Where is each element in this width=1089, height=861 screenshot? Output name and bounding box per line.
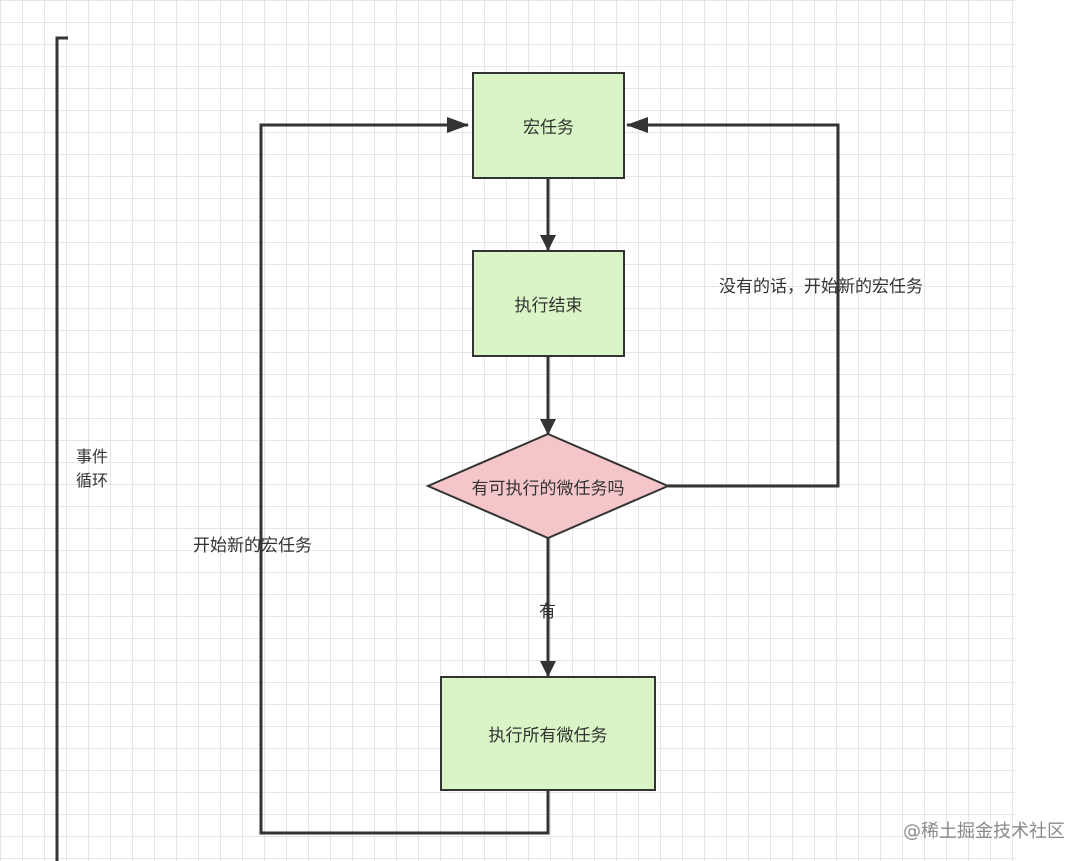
event-loop-label-line2: 循环 <box>76 471 109 490</box>
decision-label-wrap: 有可执行的微任务吗 <box>428 470 668 502</box>
exec-done-label: 执行结束 <box>514 296 583 316</box>
edge-label-start-new: 开始新的宏任务 <box>193 536 312 556</box>
edge-micro-to-macro <box>259 117 550 835</box>
event-loop-label-line1: 事件 <box>76 447 109 466</box>
macro-task-node: 宏任务 <box>472 72 625 179</box>
macro-task-label: 宏任务 <box>523 118 574 138</box>
exec-all-micro-label: 执行所有微任务 <box>488 726 608 746</box>
event-loop-label: 事件 循环 <box>76 445 108 493</box>
exec-done-node: 执行结束 <box>472 250 625 357</box>
exec-all-micro-node: 执行所有微任务 <box>440 676 656 791</box>
watermark: @稀土掘金技术社区 <box>903 821 1065 842</box>
decision-diamond <box>425 432 671 540</box>
edge-label-no: 没有的话，开始新的宏任务 <box>719 277 923 297</box>
edge-decision-to-macro-no <box>626 117 840 488</box>
event-loop-bracket <box>55 36 68 861</box>
edge-label-yes: 有 <box>539 602 556 622</box>
decision-label: 有可执行的微任务吗 <box>471 478 625 499</box>
